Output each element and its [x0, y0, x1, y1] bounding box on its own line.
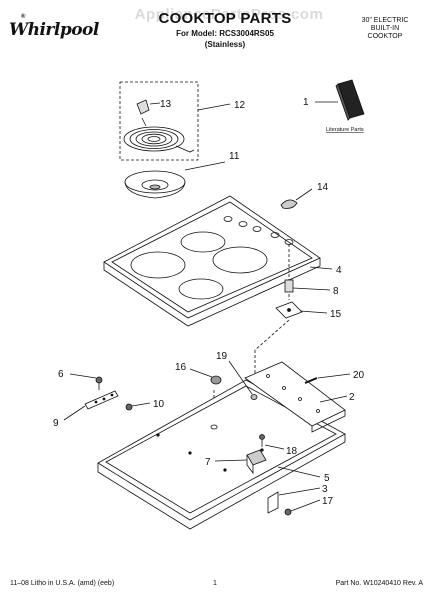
model-line: For Model: RCS3004RS05	[176, 29, 274, 38]
product-line-3: COOKTOP	[367, 33, 403, 40]
literature-booklet[interactable]	[315, 79, 365, 121]
callout-18: 18	[286, 446, 298, 457]
callout-4: 4	[336, 265, 342, 276]
footer-part-number: Part No. W10240410 Rev. A	[335, 580, 423, 587]
coil-element[interactable]	[123, 117, 195, 153]
control-bracket[interactable]	[244, 361, 348, 433]
surface-element-box	[119, 81, 199, 161]
cooktop-top[interactable]	[103, 195, 333, 327]
brand-logo: Whirlpool ®	[9, 14, 99, 48]
footer-page-number: 1	[213, 580, 217, 587]
terminal-screw[interactable]	[259, 434, 285, 450]
indicator-lamp[interactable]	[284, 279, 331, 293]
brand-registered-mark: ®	[21, 14, 26, 20]
mounting-bracket[interactable]	[63, 390, 119, 421]
product-type: 30" ELECTRIC BUILT-IN COOKTOP	[345, 17, 425, 41]
callout-7: 7	[205, 457, 211, 468]
callout-9: 9	[53, 418, 59, 429]
drip-bowl[interactable]	[124, 161, 226, 199]
callout-16: 16	[175, 362, 187, 373]
callout-10: 10	[153, 399, 165, 410]
base-pan[interactable]	[97, 379, 346, 530]
callout-11: 11	[229, 151, 240, 162]
brand-name: Whirlpool	[9, 20, 99, 40]
clip-screw[interactable]	[284, 499, 321, 516]
grommet[interactable]	[189, 368, 222, 385]
callout-8: 8	[333, 286, 339, 297]
callout-12: 12	[234, 100, 246, 111]
callout-15: 15	[330, 309, 342, 320]
element-knob[interactable]	[280, 188, 313, 209]
product-line-1: 30" ELECTRIC	[361, 17, 409, 24]
bracket-screw[interactable]	[304, 373, 351, 384]
callout-6: 6	[58, 369, 64, 380]
footer-litho: 11–08 Litho in U.S.A. (amd) (eeb)	[10, 580, 115, 587]
lamp-bracket[interactable]	[275, 301, 328, 319]
callout-5: 5	[324, 473, 330, 484]
product-line-2: BUILT-IN	[370, 25, 400, 32]
grommet-small[interactable]	[228, 360, 258, 400]
screw-right[interactable]	[125, 402, 151, 411]
callout-17: 17	[322, 496, 334, 507]
finish-line: (Stainless)	[204, 40, 246, 49]
page-title: COOKTOP PARTS	[158, 10, 292, 27]
terminal-block[interactable]	[136, 99, 161, 115]
callout-20: 20	[353, 370, 365, 381]
callout-13: 13	[160, 99, 172, 110]
watermark-text: AppliancePartsPros.com	[134, 6, 324, 23]
callout-19: 19	[216, 351, 228, 362]
power-terminal-block[interactable]	[214, 449, 267, 475]
callout-1: 1	[303, 97, 309, 108]
callout-2: 2	[349, 392, 355, 403]
screw-left[interactable]	[69, 373, 103, 390]
callout-3: 3	[322, 484, 328, 495]
callout-14: 14	[317, 182, 329, 193]
mounting-clip[interactable]	[267, 487, 321, 514]
literature-label: Literature Parts	[326, 127, 364, 133]
